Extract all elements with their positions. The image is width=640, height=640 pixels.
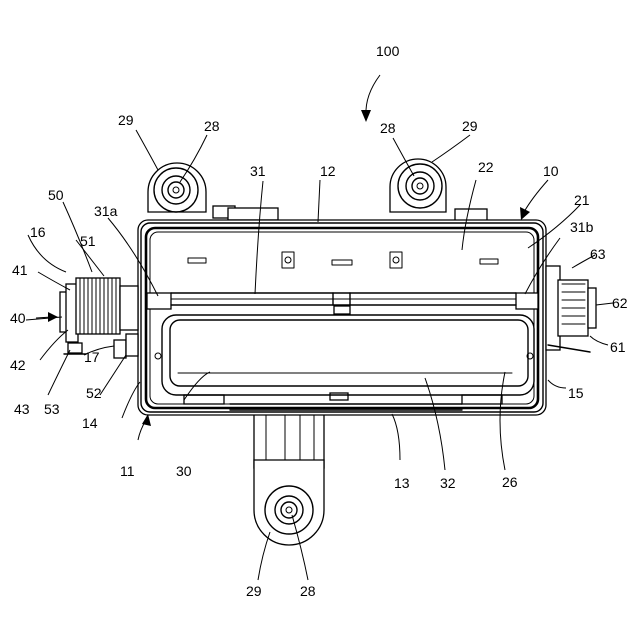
arrow-100-icon [361, 110, 371, 122]
label-53: 53 [44, 401, 60, 417]
label-14: 14 [82, 415, 98, 431]
label-12: 12 [320, 163, 336, 179]
label-16: 16 [30, 224, 46, 240]
label-50: 50 [48, 187, 64, 203]
label-52: 52 [86, 385, 102, 401]
label-28-top-right: 28 [380, 120, 396, 136]
arrow-40-icon [48, 312, 58, 322]
arrow-11-icon [142, 414, 151, 426]
label-63: 63 [590, 246, 606, 262]
label-61: 61 [610, 339, 626, 355]
label-11: 11 [120, 463, 135, 479]
label-62: 62 [612, 295, 628, 311]
label-29-bottom: 29 [246, 583, 262, 599]
label-17: 17 [84, 349, 100, 365]
label-51: 51 [80, 233, 96, 249]
housing-body [138, 220, 546, 415]
label-28-bottom: 28 [300, 583, 316, 599]
mounting-ear-top-right [228, 159, 487, 221]
label-13: 13 [394, 475, 410, 491]
mounting-ear-top-left [148, 163, 235, 218]
left-actuator [60, 278, 138, 358]
label-26: 26 [502, 474, 518, 490]
label-31: 31 [250, 163, 266, 179]
arrow-10-icon [520, 207, 530, 220]
label-40: 40 [10, 310, 26, 326]
label-31b: 31b [570, 219, 594, 235]
label-29-top-left: 29 [118, 112, 134, 128]
label-29-top-right: 29 [462, 118, 478, 134]
label-41: 41 [12, 262, 28, 278]
right-actuator [546, 266, 596, 352]
label-42: 42 [10, 357, 26, 373]
label-15: 15 [568, 385, 584, 401]
label-10: 10 [543, 163, 559, 179]
label-28-top-left: 28 [204, 118, 220, 134]
label-22: 22 [478, 159, 494, 175]
label-21: 21 [574, 192, 590, 208]
label-32: 32 [440, 475, 456, 491]
label-100: 100 [376, 43, 400, 59]
mounting-ear-bottom [254, 408, 324, 545]
label-43: 43 [14, 401, 30, 417]
label-30: 30 [176, 463, 192, 479]
label-31a: 31a [94, 203, 118, 219]
